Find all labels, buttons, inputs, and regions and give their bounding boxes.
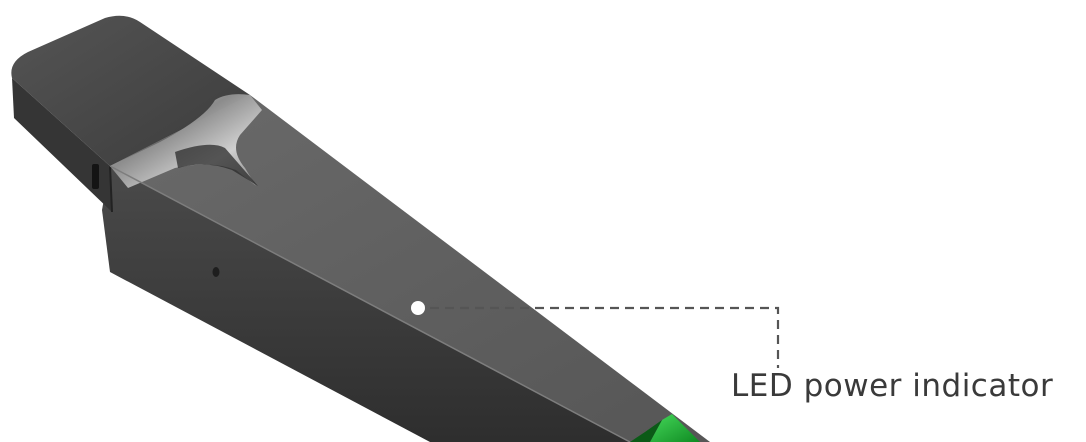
device-side-face bbox=[102, 166, 630, 442]
callout-leader-line bbox=[430, 306, 780, 368]
cap-slot bbox=[92, 164, 99, 189]
led-power-indicator-label: LED power indicator bbox=[731, 368, 1054, 404]
top-edge-highlight bbox=[109, 165, 631, 442]
cap-seam bbox=[109, 165, 113, 213]
pod-cap-side bbox=[12, 78, 112, 212]
pod-cap-top bbox=[11, 15, 251, 166]
green-light-strip bbox=[650, 414, 700, 442]
device-top-face bbox=[110, 95, 710, 442]
pod-window-shadow bbox=[175, 144, 258, 186]
green-light-edge bbox=[630, 420, 662, 442]
side-pinhole bbox=[212, 267, 220, 277]
led-indicator-dot bbox=[411, 301, 425, 315]
